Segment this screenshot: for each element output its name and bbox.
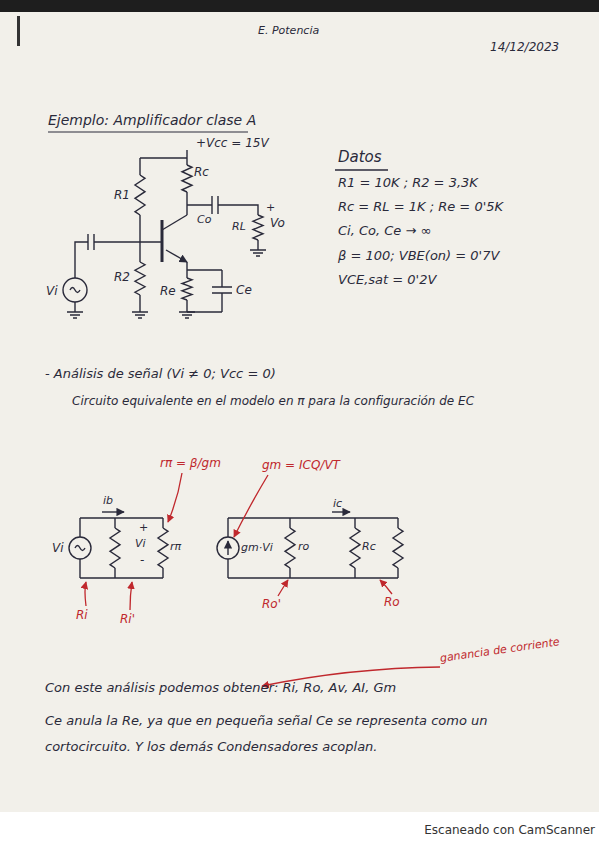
resistor-symbol <box>158 528 168 568</box>
text-label: Rc <box>194 165 209 179</box>
ground-symbol <box>250 250 266 256</box>
text-label: R1 <box>114 188 130 202</box>
text-label: Vi <box>135 537 146 550</box>
text-label: Escaneado con CamScanner <box>424 823 595 837</box>
text-label: + <box>139 521 148 534</box>
resistor-symbol <box>350 528 360 568</box>
underline <box>335 169 388 170</box>
text-label: Datos <box>338 148 382 166</box>
resistor-symbol <box>393 528 403 568</box>
resistor-symbol <box>253 215 263 240</box>
ground-symbol <box>132 312 148 318</box>
text-label: - Análisis de señal (Vi ≠ 0; Vcc = 0) <box>45 366 276 382</box>
text-label: ib <box>103 494 113 507</box>
underline <box>48 132 248 133</box>
resistor-symbol <box>285 528 295 568</box>
red-callouts <box>85 473 440 686</box>
text-label: gm·Vi <box>241 541 273 554</box>
text-label: Ro' <box>262 597 281 611</box>
text-label: Ri' <box>120 612 135 626</box>
text-label: 14/12/2023 <box>490 40 559 54</box>
text-label: rπ <box>170 540 181 553</box>
text-label: Ce <box>236 283 252 297</box>
text-label: Vi <box>46 284 58 298</box>
resistor-symbol <box>135 262 145 295</box>
text-label: Con este análisis podemos obtener: Ri, R… <box>45 680 396 696</box>
text-label: rπ = β/gm <box>160 456 221 470</box>
text-label: Ci, Co, Ce → ∞ <box>338 223 431 239</box>
text-label: VCE,sat = 0'2V <box>338 272 436 288</box>
text-label: R2 <box>114 270 130 284</box>
text-label: Ro <box>384 595 400 609</box>
resistor-symbol <box>110 528 120 568</box>
binding-mark <box>17 16 20 46</box>
text-label: E. Potencia <box>258 24 319 37</box>
resistor-symbol <box>182 278 192 300</box>
text-label: Ce anula la Re, ya que en pequeña señal … <box>45 708 565 760</box>
text-label: +Vcc = 15V <box>196 136 269 150</box>
text-label: + <box>266 201 275 214</box>
scan-footer <box>0 812 599 848</box>
resistor-symbol <box>135 175 145 215</box>
text-label: Vo <box>270 216 285 230</box>
page-title: Ejemplo: Amplificador clase A <box>48 112 256 129</box>
ground-symbol <box>67 312 83 318</box>
ground-symbol <box>179 312 195 318</box>
resistor-symbol <box>182 165 192 192</box>
text-label: Re <box>160 284 176 298</box>
text-label: Rc <box>362 540 376 553</box>
text-label: gm = ICQ/VT <box>262 458 340 472</box>
text-label: Ri <box>76 608 88 622</box>
text-label: ro <box>298 540 309 553</box>
text-label: - <box>140 553 144 567</box>
text-label: R1 = 10K ; R2 = 3,3K <box>338 175 478 191</box>
wires <box>63 150 398 578</box>
text-label: β = 100; VBE(on) = 0'7V <box>338 248 499 264</box>
text-label: Co <box>197 213 211 226</box>
text-label: RL <box>232 220 246 233</box>
emitter-arrow <box>166 250 187 262</box>
text-label: ganancia de corriente <box>439 635 560 665</box>
text-label: Rc = RL = 1K ; Re = 0'5K <box>338 199 503 215</box>
text-label: ic <box>333 497 342 510</box>
scan-edge <box>0 0 599 12</box>
text-label: Circuito equivalente en el modelo en π p… <box>72 394 474 408</box>
text-label: Vi <box>52 541 64 555</box>
